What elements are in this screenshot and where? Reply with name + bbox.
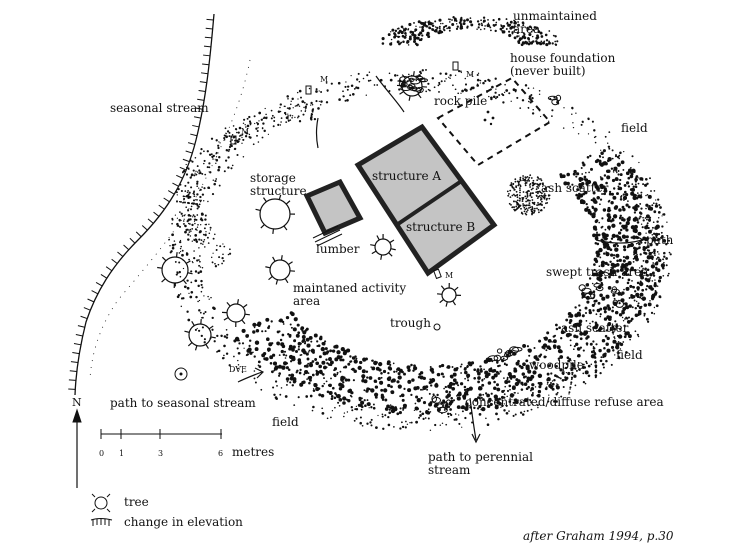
label-field-bottom: field — [272, 415, 299, 429]
label-house-foundation: house foundation(never built) — [510, 51, 616, 78]
label-refuse-area: concentrated/diffuse refuse area — [465, 395, 664, 409]
marker-m-1: M — [320, 75, 329, 84]
m-marker-box-3 — [433, 268, 442, 280]
scale-tick-6: 6 — [218, 449, 224, 458]
source-credit: after Graham 1994, p.30 — [523, 529, 674, 543]
m-marker-box-1 — [305, 85, 312, 95]
structure-divider — [396, 180, 462, 226]
marker-m-3: M — [445, 271, 454, 280]
marker-dve: DVE — [229, 365, 247, 374]
label-seasonal-stream: seasonal stream — [110, 101, 209, 115]
label-path-right: path — [646, 233, 674, 247]
legend-tree-icon — [91, 493, 111, 513]
legend-elevation-icon — [90, 518, 113, 526]
label-field-top: field — [621, 121, 648, 135]
north-label: N — [72, 396, 82, 409]
north-arrow — [72, 408, 82, 488]
label-structure-a: structure A — [372, 169, 442, 183]
marker-m-4: M — [466, 70, 475, 79]
storage-structure — [303, 178, 364, 237]
lumber-pile — [312, 225, 343, 247]
house-foundation-outline — [436, 76, 552, 167]
label-ash-scatter-bottom: ash scatter — [561, 321, 629, 335]
scale-tick-1: 1 — [119, 449, 125, 458]
trough-symbol — [433, 323, 441, 331]
scale-bar — [100, 429, 222, 439]
label-ash-scatter-top: ash scatter — [541, 181, 609, 195]
label-swept-trash-area: swept trash area — [546, 265, 649, 279]
scale-tick-3: 3 — [158, 449, 164, 458]
label-trough: trough — [390, 316, 431, 330]
scale-unit: metres — [232, 445, 275, 459]
rock-piles — [398, 75, 624, 414]
label-structure-b: structure B — [406, 220, 476, 234]
structure-a-b — [354, 123, 498, 277]
label-path-to-seasonal-stream: path to seasonal stream — [110, 396, 256, 410]
marker-m-2: M — [241, 127, 250, 136]
legend-tree-label: tree — [124, 495, 149, 509]
well-symbol — [174, 367, 188, 381]
path-arrows — [237, 75, 645, 444]
stream-bank — [68, 13, 215, 396]
label-woodpile: woodpile — [529, 358, 584, 372]
label-lumber: lumber — [316, 242, 360, 256]
stream-line — [89, 59, 251, 379]
label-rock-pile: rock pile — [434, 94, 488, 108]
house-foundation-dots — [483, 110, 495, 126]
legend-elevation-label: change in elevation — [124, 515, 243, 529]
m-marker-box-2 — [230, 135, 237, 145]
scale-tick-0: 0 — [99, 449, 105, 458]
m-marker-box-4 — [452, 61, 459, 71]
label-field-right: field — [616, 348, 643, 362]
ash-scatter-blob — [506, 174, 551, 216]
